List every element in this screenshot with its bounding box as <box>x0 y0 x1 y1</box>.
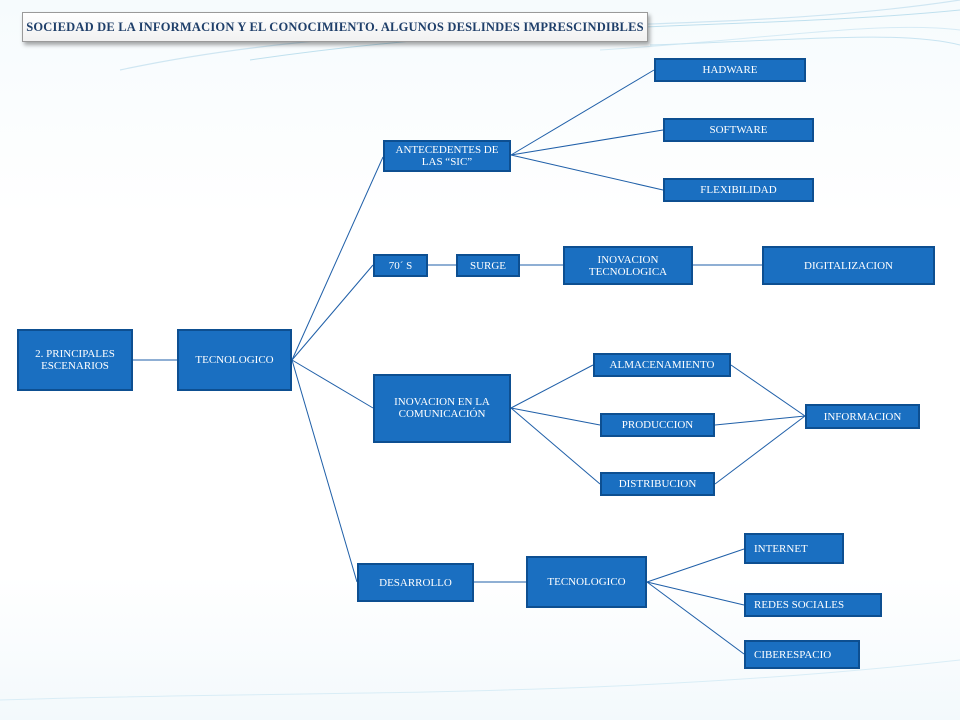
connector-tecnologico2-redes-sociales <box>646 581 745 606</box>
connector-tecnologico-70s <box>291 264 374 361</box>
node-flexibilidad: FLEXIBILIDAD <box>663 178 814 202</box>
node-software: SOFTWARE <box>663 118 814 142</box>
node-inovacion-comunicacion: INOVACION EN LA COMUNICACIÓN <box>373 374 511 443</box>
node-tecnologico-2: TECNOLOGICO <box>526 556 647 608</box>
node-label: INFORMACION <box>823 410 902 423</box>
connector-antecedentes-flexibilidad <box>510 154 664 191</box>
node-label: SURGE <box>469 259 507 272</box>
node-label: DESARROLLO <box>379 576 452 589</box>
node-label: SOFTWARE <box>709 124 768 136</box>
node-principales-escenarios: 2. PRINCIPALES ESCENARIOS <box>17 329 133 391</box>
connector-tecnologico-desarrollo <box>291 359 358 583</box>
node-label: INTERNET <box>754 542 808 555</box>
connector-produccion-informacion <box>714 415 806 426</box>
node-label: ALMACENAMIENTO <box>609 359 715 371</box>
node-hadware: HADWARE <box>654 58 806 82</box>
node-label: PRODUCCION <box>621 419 694 431</box>
connector-comunicacion-produccion <box>510 407 601 426</box>
node-digitalizacion: DIGITALIZACION <box>762 246 935 285</box>
node-informacion: INFORMACION <box>805 404 920 429</box>
connector-tecnologico2-internet <box>646 548 745 583</box>
node-label: 2. PRINCIPALES ESCENARIOS <box>35 348 115 372</box>
node-70s: 70´ S <box>373 254 428 277</box>
connector-tecnologico-antecedentes <box>291 156 384 361</box>
title-banner: SOCIEDAD DE LA INFORMACION Y EL CONOCIMI… <box>22 12 648 42</box>
node-label: INOVACION EN LA COMUNICACIÓN <box>394 396 490 420</box>
node-label: DISTRIBUCION <box>618 478 697 490</box>
connector-comunicacion-almacenamiento <box>510 364 594 409</box>
node-label: ANTECEDENTES DE LAS “SIC” <box>395 144 499 168</box>
node-label: INOVACION TECNOLOGICA <box>588 253 668 278</box>
node-label: 70´ S <box>388 259 413 272</box>
node-label: DIGITALIZACION <box>804 259 893 272</box>
connector-almacenamiento-informacion <box>730 364 806 417</box>
node-redes-sociales: REDES SOCIALES <box>744 593 882 617</box>
node-distribucion: DISTRIBUCION <box>600 472 715 496</box>
node-label: FLEXIBILIDAD <box>700 184 777 196</box>
connector-antecedentes-hadware <box>510 69 655 156</box>
node-desarrollo: DESARROLLO <box>357 563 474 602</box>
node-antecedentes-sic: ANTECEDENTES DE LAS “SIC” <box>383 140 511 172</box>
connector-tecnologico-inovacion-comunicacion <box>291 359 374 409</box>
node-almacenamiento: ALMACENAMIENTO <box>593 353 731 377</box>
node-tecnologico: TECNOLOGICO <box>177 329 292 391</box>
connector-antecedentes-software <box>510 129 664 156</box>
node-label: TECNOLOGICO <box>195 354 274 366</box>
node-label: CIBERESPACIO <box>754 648 832 661</box>
connector-distribucion-informacion <box>714 415 806 485</box>
node-label: TECNOLOGICO <box>547 576 626 588</box>
node-surge: SURGE <box>456 254 520 277</box>
node-label: HADWARE <box>702 64 758 76</box>
node-produccion: PRODUCCION <box>600 413 715 437</box>
node-ciberespacio: CIBERESPACIO <box>744 640 860 669</box>
node-label: REDES SOCIALES <box>754 599 845 611</box>
connector-comunicacion-distribucion <box>510 407 601 485</box>
connector-tecnologico2-ciberespacio <box>646 581 745 655</box>
node-inovacion-tecnologica: INOVACION TECNOLOGICA <box>563 246 693 285</box>
node-internet: INTERNET <box>744 533 844 564</box>
page-title: SOCIEDAD DE LA INFORMACION Y EL CONOCIMI… <box>26 19 644 34</box>
